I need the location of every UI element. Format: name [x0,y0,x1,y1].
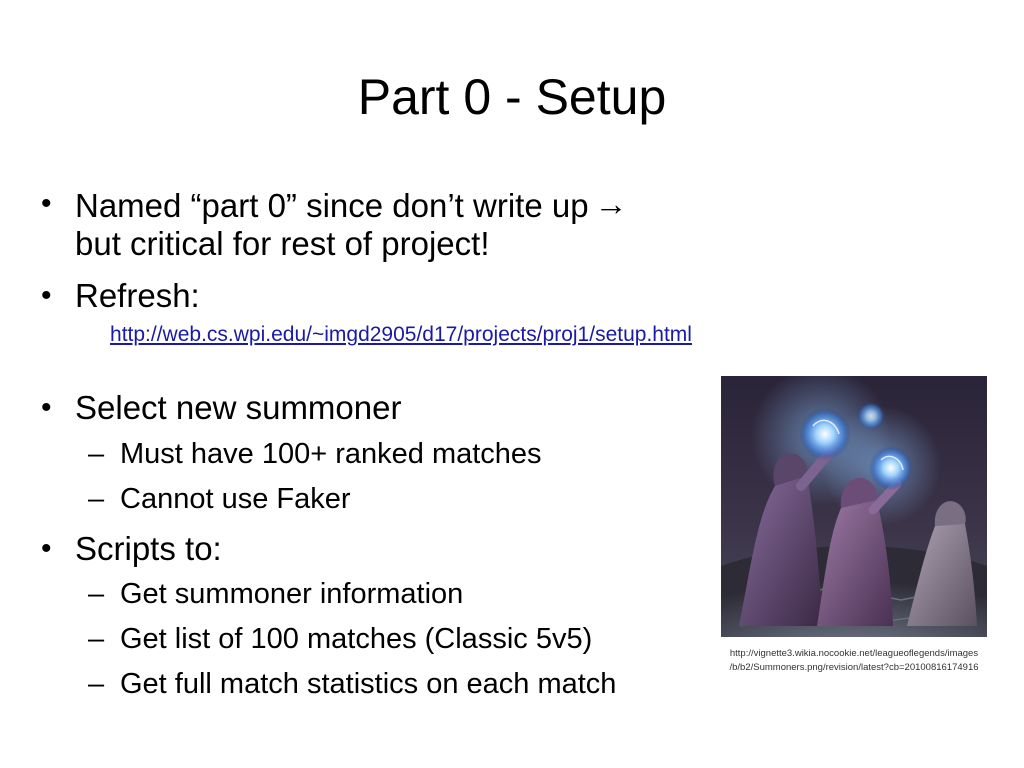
sub-item-text: Must have 100+ ranked matches [120,438,542,470]
slide-title: Part 0 - Setup [357,69,667,125]
sub-item-text: Get summoner information [120,578,464,610]
sub-item-text: Get full match statistics on each match [120,668,617,700]
bullet-icon: • [41,279,52,312]
bullet-item-scripts: • Scripts to: [41,529,222,569]
sub-item: – Get list of 100 matches (Classic 5v5) [88,621,593,657]
bullet-item-part0-continued: but critical for rest of project! [75,224,489,264]
image-credit-line: http://vignette3.wikia.nocookie.net/leag… [729,648,979,659]
summoners-illustration [721,376,987,637]
bullet-text: Scripts to: [75,530,222,567]
bullet-icon: • [41,532,52,565]
bullet-text: Named “part 0” since don’t write up [75,187,589,224]
bullet-item-part0: • Named “part 0” since don’t write up→ [41,184,628,226]
dash-icon: – [88,578,105,610]
image-credit: http://vignette3.wikia.nocookie.net/leag… [706,647,1002,675]
bullet-text: Refresh: [75,277,200,314]
sub-item: – Cannot use Faker [88,481,351,517]
bullet-text: but critical for rest of project! [75,225,490,262]
bullet-icon: • [41,187,52,220]
sub-item: – Get summoner information [88,576,464,612]
sub-item: – Get full match statistics on each matc… [88,666,617,702]
bullet-item-refresh: • Refresh: [41,276,200,316]
dash-icon: – [88,623,105,655]
sub-item-text: Get list of 100 matches (Classic 5v5) [120,623,593,655]
sub-item-text: Cannot use Faker [120,483,351,515]
right-arrow-icon: → [594,185,628,222]
dash-icon: – [88,438,105,470]
setup-link[interactable]: http://web.cs.wpi.edu/~imgd2905/d17/proj… [110,323,692,346]
dash-icon: – [88,668,105,700]
bullet-icon: • [41,391,52,424]
image-credit-line: /b/b2/Summoners.png/revision/latest?cb=2… [729,662,979,673]
bullet-item-select-summoner: • Select new summoner [41,388,402,428]
dash-icon: – [88,483,105,515]
bullet-text: Select new summoner [75,389,402,426]
sub-item: – Must have 100+ ranked matches [88,436,542,472]
